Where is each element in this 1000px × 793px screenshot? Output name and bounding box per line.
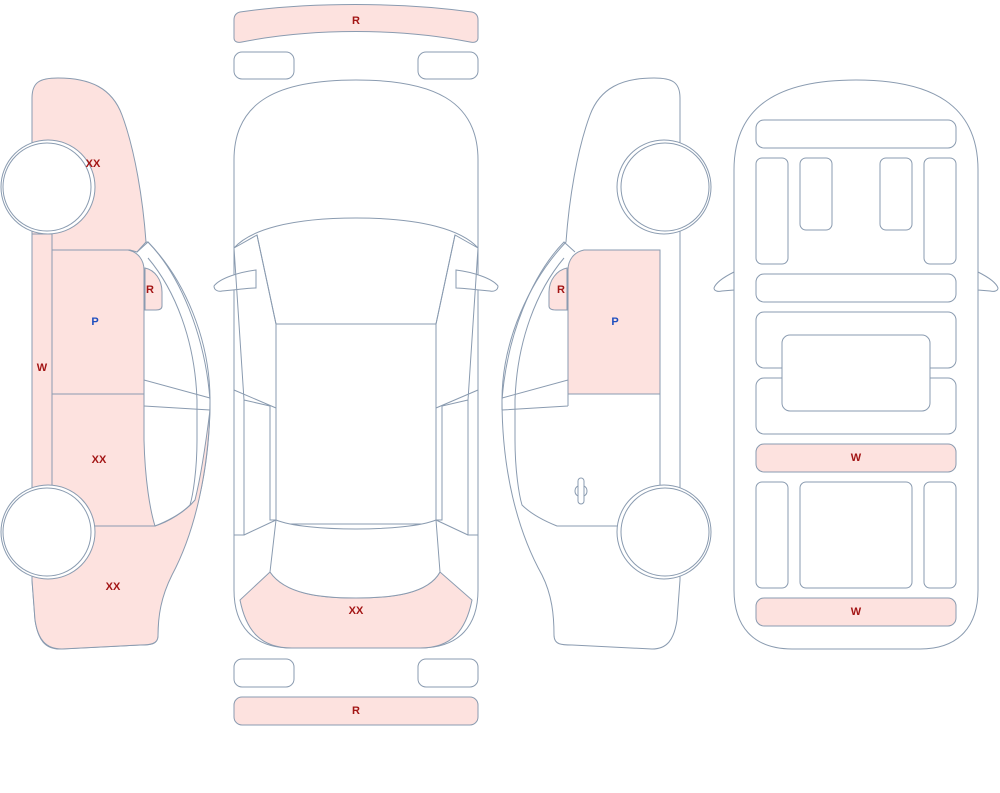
left-front-door[interactable] — [51, 249, 145, 395]
code-left-front-fender: XX — [86, 158, 101, 170]
right-door-handle-cap — [574, 485, 588, 497]
windshield — [233, 217, 479, 325]
dashboard — [755, 119, 957, 149]
code-rear-trunk: XX — [349, 605, 364, 617]
top-right-side-rail — [435, 234, 479, 536]
interior-row-a[interactable] — [755, 443, 957, 473]
left-rocker-panel[interactable] — [31, 233, 53, 527]
left-front-wheel — [2, 142, 92, 232]
front-left-seat-side — [755, 157, 789, 265]
front-bumper[interactable] — [233, 4, 479, 43]
interior-console — [781, 334, 931, 412]
interior-bar-1 — [755, 273, 957, 303]
code-rear-bumper: R — [352, 705, 360, 717]
code-right-mirror: R — [557, 284, 565, 296]
front-right-seat-side — [923, 157, 957, 265]
left-a-pillar-line — [143, 379, 211, 411]
code-left-front-door: P — [91, 316, 98, 328]
right-pillar-lines — [501, 250, 661, 526]
front-left-seat — [799, 157, 833, 231]
rear-left-light — [233, 658, 295, 688]
code-left-rear-door: XX — [92, 454, 107, 466]
rear-right-seat — [923, 481, 957, 589]
left-side-window-frame — [136, 241, 211, 410]
rear-bumper[interactable] — [233, 696, 479, 726]
rear-left-seat — [755, 481, 789, 589]
front-right-light — [417, 51, 479, 80]
code-left-rear-quarter: XX — [106, 581, 121, 593]
left-rear-quarter-panel[interactable] — [31, 409, 211, 650]
rear-right-light — [417, 658, 479, 688]
interior-left-mirror — [713, 271, 735, 292]
right-mirror[interactable] — [548, 267, 568, 311]
top-view: R XX R — [213, 4, 499, 726]
code-left-mirror: R — [146, 284, 154, 296]
right-window-inner — [514, 257, 660, 527]
front-right-seat — [879, 157, 913, 231]
top-right-mirror — [455, 269, 499, 292]
left-mirror[interactable] — [144, 267, 163, 311]
roof-panel — [275, 323, 437, 525]
front-left-light — [233, 51, 295, 80]
right-side-view: R P — [501, 77, 712, 650]
code-right-front-door: P — [611, 316, 618, 328]
code-interior-row-b: W — [851, 606, 862, 618]
interior-view: W W — [713, 79, 999, 650]
right-door-handle — [577, 477, 585, 505]
right-front-wheel — [620, 142, 710, 232]
top-left-side-rail — [233, 234, 277, 536]
code-interior-row-a: W — [851, 452, 862, 464]
interior-row-b[interactable] — [755, 597, 957, 627]
right-window-frame — [501, 241, 576, 410]
rear-window — [269, 519, 441, 599]
left-side-view: XX R P W XX XX — [0, 77, 211, 650]
right-front-door[interactable] — [567, 249, 661, 395]
code-left-rocker: W — [37, 362, 48, 374]
code-front-bumper: R — [352, 15, 360, 27]
interior-right-mirror — [977, 271, 999, 292]
right-rear-wheel — [620, 487, 710, 577]
rear-center-seat — [799, 481, 913, 589]
left-side-window-inner — [147, 257, 198, 527]
top-left-mirror — [213, 269, 257, 292]
left-rear-wheel — [2, 487, 92, 577]
